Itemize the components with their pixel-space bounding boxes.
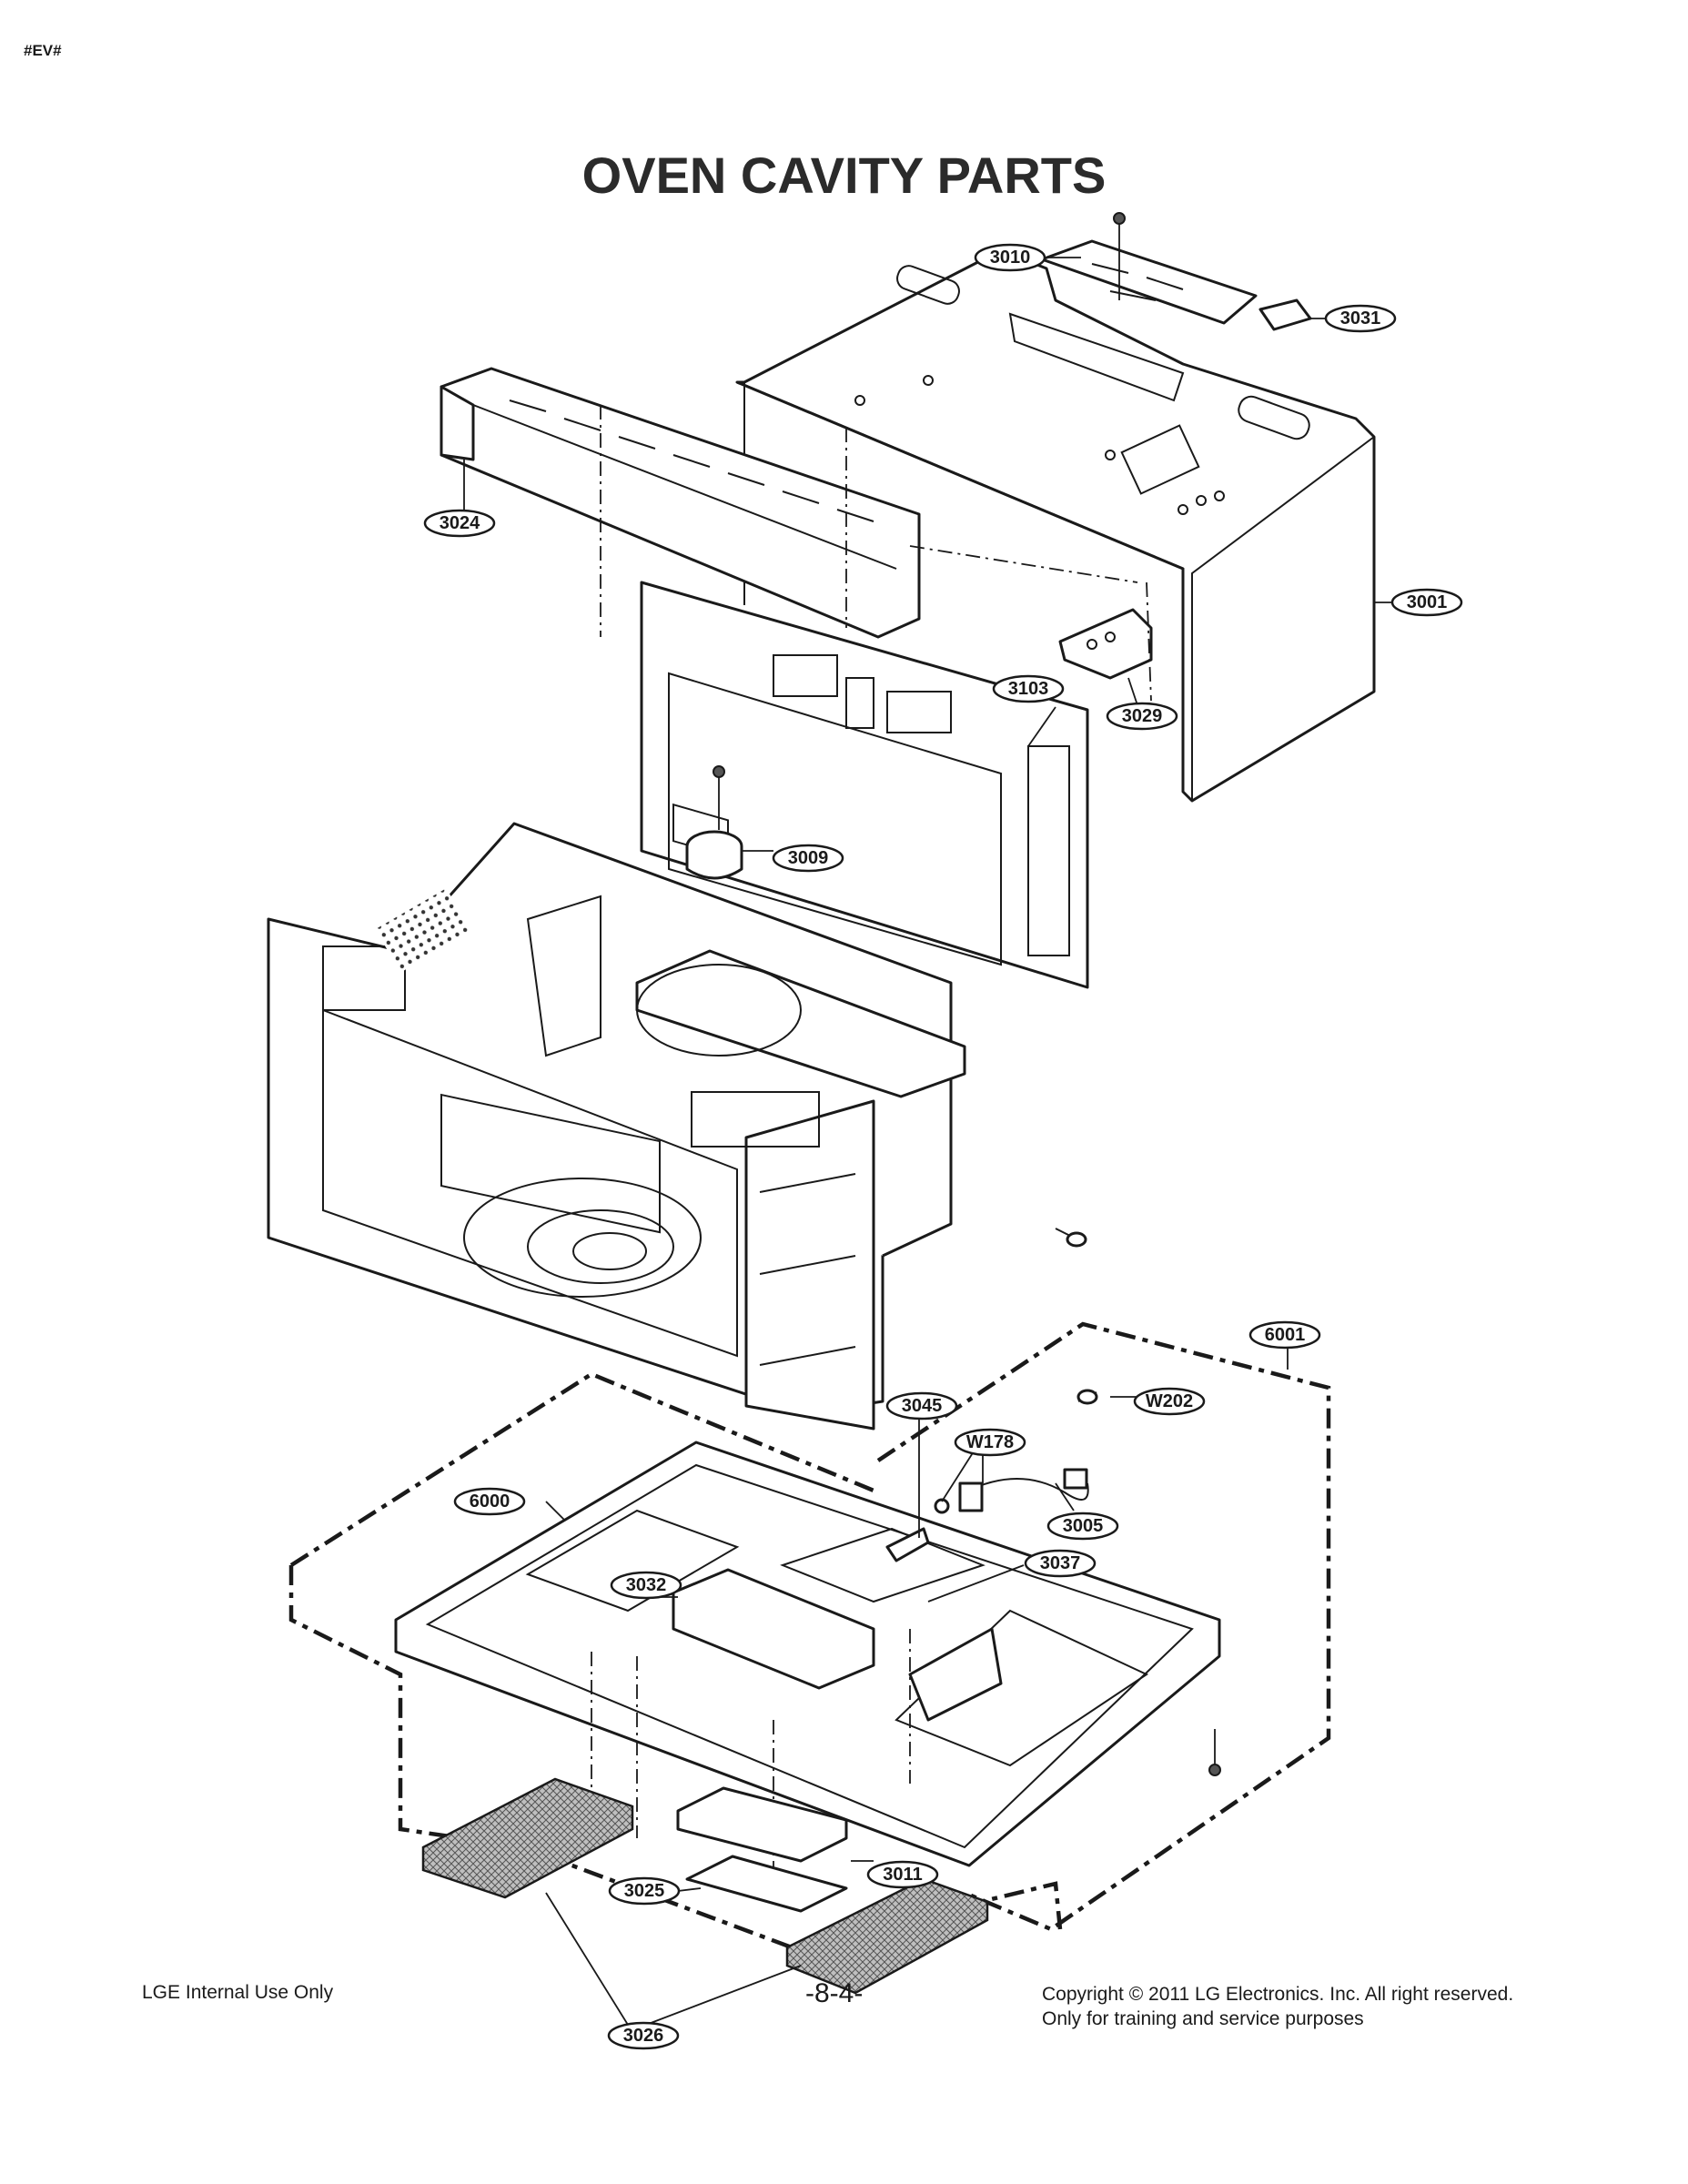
page-number: -8-4- <box>805 1978 864 2008</box>
svg-text:W178: W178 <box>966 1432 1014 1452</box>
callout-3024: 3024 <box>423 509 496 538</box>
svg-text:3005: 3005 <box>1063 1516 1104 1536</box>
svg-text:3010: 3010 <box>990 248 1031 268</box>
callout-3029: 3029 <box>1106 702 1178 731</box>
callout-6000: 6000 <box>453 1487 526 1516</box>
cavity-screw <box>1055 1228 1087 1248</box>
callout-W178: W178 <box>954 1428 1026 1457</box>
svg-text:3031: 3031 <box>1340 308 1381 329</box>
svg-text:3001: 3001 <box>1407 592 1448 612</box>
6001-assembly-boundary <box>876 1321 1331 1932</box>
callout-3037: 3037 <box>1024 1549 1097 1578</box>
svg-text:3032: 3032 <box>626 1575 667 1595</box>
callout-6001: 6001 <box>1248 1320 1321 1350</box>
callout-3103: 3103 <box>992 674 1065 703</box>
svg-text:3037: 3037 <box>1040 1553 1081 1573</box>
callout-3009: 3009 <box>772 844 844 873</box>
page-title: OVEN CAVITY PARTS <box>581 147 1107 204</box>
svg-text:3103: 3103 <box>1008 679 1049 699</box>
case-clip <box>1258 298 1312 331</box>
lamp-lens <box>676 1786 848 1863</box>
svg-text:3025: 3025 <box>624 1881 665 1901</box>
footer-internal-use: LGE Internal Use Only <box>142 1982 334 2003</box>
svg-text:6000: 6000 <box>470 1491 510 1512</box>
grease-filter-left <box>421 1777 634 1899</box>
svg-text:3024: 3024 <box>440 513 480 533</box>
callout-3010: 3010 <box>974 243 1046 272</box>
base-screw <box>1208 1729 1221 1776</box>
copyright-line: Copyright © 2011 LG Electronics. Inc. Al… <box>1042 1984 1514 2005</box>
outer-case <box>735 248 1376 803</box>
oven-cavity <box>267 822 966 1431</box>
callout-3032: 3032 <box>610 1571 682 1600</box>
callout-3026: 3026 <box>607 2021 680 2050</box>
svg-text:3009: 3009 <box>788 848 829 868</box>
footer-copyright: Copyright © 2011 LG Electronics. Inc. Al… <box>1042 1982 1513 2031</box>
rear-panel <box>640 581 1089 989</box>
fuse-thermostat <box>685 765 743 880</box>
usage-line: Only for training and service purposes <box>1042 2008 1364 2029</box>
svg-text:3045: 3045 <box>902 1396 943 1416</box>
base-plate <box>394 1441 1221 1867</box>
lamp-holder <box>685 1855 848 1913</box>
callout-3031: 3031 <box>1324 304 1397 333</box>
document-tag: #EV# <box>24 42 62 59</box>
leader-lines <box>463 257 1397 2026</box>
vent-grille <box>440 367 921 639</box>
callout-3011: 3011 <box>866 1860 939 1889</box>
callout-3005: 3005 <box>1046 1512 1119 1541</box>
callout-3001: 3001 <box>1390 588 1463 617</box>
w202-screw <box>1076 1389 1098 1405</box>
svg-text:3026: 3026 <box>623 2026 664 2046</box>
callout-W202: W202 <box>1133 1387 1206 1416</box>
base-assembly-boundary <box>288 1371 1063 1950</box>
callout-3045: 3045 <box>885 1391 958 1421</box>
top-bracket <box>1040 212 1258 325</box>
svg-text:6001: 6001 <box>1265 1325 1306 1345</box>
callout-3025: 3025 <box>608 1876 681 1906</box>
svg-text:W202: W202 <box>1146 1391 1193 1411</box>
svg-text:3011: 3011 <box>883 1865 922 1885</box>
rear-bracket <box>1058 608 1153 680</box>
svg-text:3029: 3029 <box>1122 706 1163 726</box>
